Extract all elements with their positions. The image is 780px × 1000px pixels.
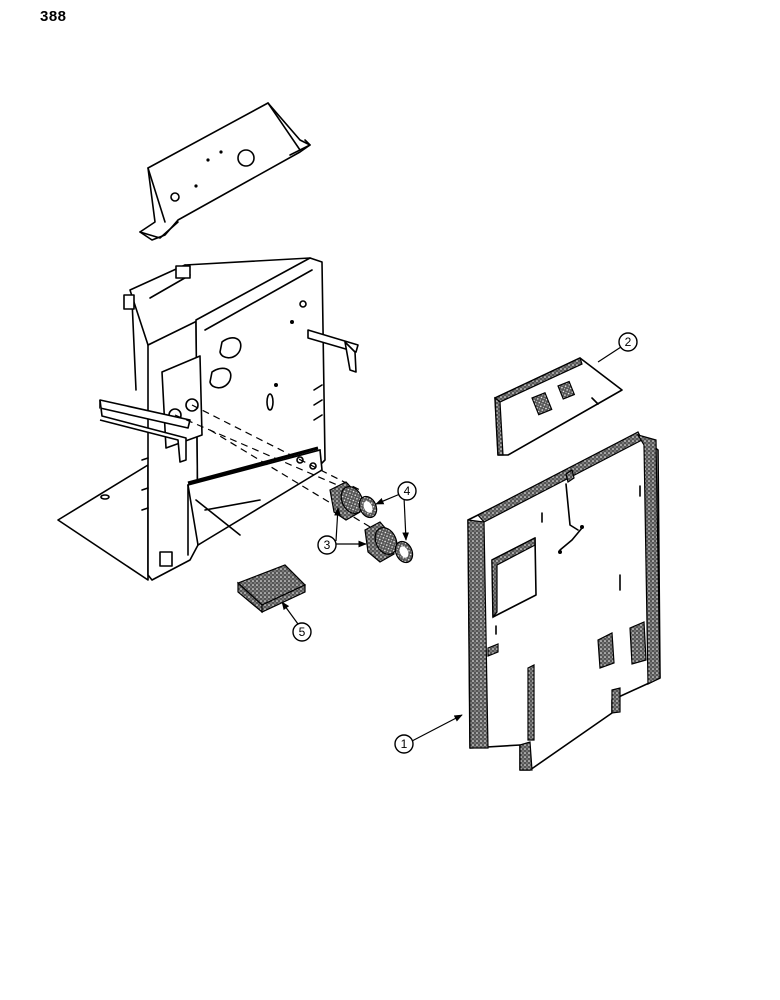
callout-4: 4 bbox=[375, 481, 417, 541]
ring-lower bbox=[394, 540, 414, 564]
insulation-panel-large bbox=[467, 431, 661, 771]
insulation-panel-small bbox=[493, 357, 623, 456]
foam-pad bbox=[236, 564, 307, 614]
callout-1: 1 bbox=[394, 714, 463, 754]
callout-3: 3 bbox=[317, 507, 367, 555]
callout-5-label: 5 bbox=[299, 625, 306, 639]
callout-1-label: 1 bbox=[401, 737, 408, 751]
bushing-lower bbox=[364, 521, 398, 563]
page-number: 388 bbox=[40, 8, 67, 25]
callout-5: 5 bbox=[281, 601, 312, 642]
mounting-bracket bbox=[139, 102, 311, 241]
callout-4-label: 4 bbox=[404, 484, 411, 498]
callout-2: 2 bbox=[597, 332, 638, 363]
callout-2-label: 2 bbox=[625, 335, 632, 349]
main-frame bbox=[57, 257, 359, 581]
callout-3-label: 3 bbox=[324, 538, 331, 552]
